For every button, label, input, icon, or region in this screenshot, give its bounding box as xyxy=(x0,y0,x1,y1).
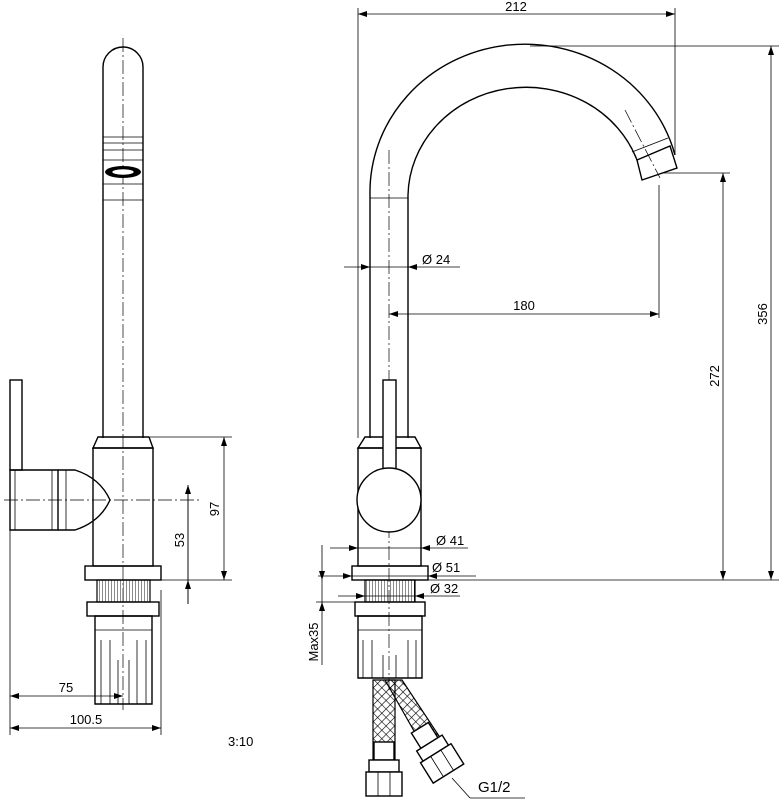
dim-label-dia-32: Ø 32 xyxy=(430,581,458,596)
dim-label-75: 75 xyxy=(59,680,73,695)
dim-label-180: 180 xyxy=(513,298,535,313)
side-view: 97 53 75 100.5 xyxy=(4,38,232,735)
front-fitting-left-collar xyxy=(368,759,400,773)
front-spout-outer xyxy=(369,43,676,438)
front-mounting-sleeve xyxy=(357,615,423,679)
front-handle-knob xyxy=(356,467,422,533)
front-fitting-left-neck xyxy=(373,741,395,761)
front-base-plate xyxy=(351,565,429,581)
dim-label-53: 53 xyxy=(172,533,187,547)
thread-label: G1/2 xyxy=(478,779,511,796)
front-spout-tip xyxy=(636,145,678,181)
scale-label: 3:10 xyxy=(228,734,253,749)
front-thread xyxy=(364,579,416,603)
side-mounting-sleeve xyxy=(94,615,153,705)
side-spout-tube xyxy=(102,46,144,438)
front-fitting-right-nut xyxy=(419,742,465,785)
front-spout-inner xyxy=(407,86,638,438)
thread-leader-line xyxy=(451,777,471,799)
dim-label-97: 97 xyxy=(207,502,222,516)
dim-label-dia-24: Ø 24 xyxy=(422,252,450,267)
dim-label-100-5: 100.5 xyxy=(70,712,103,727)
dim-label-356: 356 xyxy=(755,303,770,325)
front-fitting-left-nut xyxy=(365,771,403,797)
dim-label-212: 212 xyxy=(505,0,527,14)
dim-label-dia-51: Ø 51 xyxy=(432,560,460,575)
front-handle-lever xyxy=(382,379,397,476)
side-handle-lever xyxy=(9,379,23,471)
front-view: G1/2 212 356 272 180 Ø 24 Ø 41 Ø 51 xyxy=(306,0,779,799)
dim-label-max35: Max35 xyxy=(306,622,321,661)
dim-label-dia-41: Ø 41 xyxy=(436,533,464,548)
side-thread xyxy=(96,579,151,603)
dim-label-272: 272 xyxy=(707,365,722,387)
front-nut xyxy=(354,601,426,617)
